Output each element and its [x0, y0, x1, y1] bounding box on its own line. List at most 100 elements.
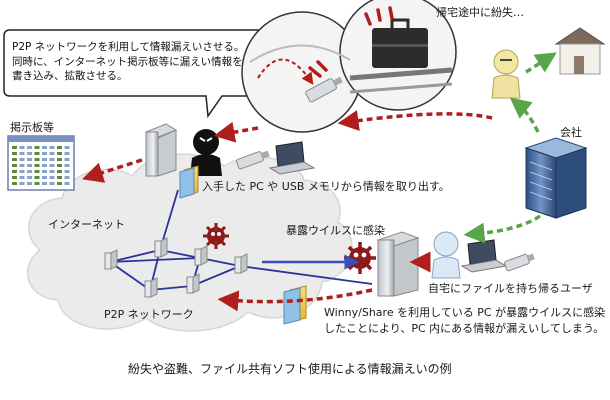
bbs-text-line [12, 182, 17, 185]
bbs-text-line [57, 152, 62, 155]
bbs-text-line [42, 182, 47, 185]
arrow-commuter-to-loss [337, 110, 493, 131]
bbs-text-line [49, 182, 55, 185]
home-user-figure [431, 231, 461, 279]
p2p-node-pc-icon [154, 237, 168, 258]
bbs-text-line [42, 164, 47, 167]
flow-arrows [81, 52, 557, 312]
bbs-text-line [64, 176, 70, 179]
bbs-text-line [19, 182, 25, 185]
bbs-text-line [12, 152, 17, 155]
arrow-company-to-commuter [509, 97, 540, 133]
commuter-figure [491, 49, 521, 99]
arrow-company-to-user [463, 214, 542, 244]
bbs-text-line [64, 164, 70, 167]
bbs-text-line [64, 182, 70, 185]
bbs-text-line [57, 146, 62, 149]
bbs-text-line [27, 176, 32, 179]
usb-memory-small-icon [236, 150, 270, 170]
internet-cloud [26, 153, 353, 332]
label-p2p-network: P2P ネットワーク [104, 308, 194, 321]
leaked-folder-icon [283, 285, 307, 325]
bbs-text-line [42, 170, 47, 173]
bbs-text-line [42, 152, 47, 155]
label-winny-line-1: Winny/Share を利用している PC が暴露ウイルスに感染 [324, 306, 606, 319]
label-virus-infection: 暴露ウイルスに感染 [286, 224, 385, 237]
bbs-text-line [12, 170, 17, 173]
home-usb-icon [504, 253, 535, 272]
bbs-text-line [19, 146, 25, 149]
folder-icon [179, 165, 199, 199]
arrow-commuter-to-home [525, 52, 557, 74]
p2p-node-pc-icon [194, 245, 208, 266]
house-icon [554, 27, 606, 75]
p2p-node-pc-icon [234, 253, 248, 274]
speech-bubble-text: P2P ネットワークを利用して情報漏えいさせる。 同時に、インターネット掲示板等… [12, 40, 252, 84]
bbs-text-line [34, 152, 40, 155]
bbs-text-line [49, 158, 55, 161]
bubble-line-3: 書き込み、拡散させる。 [12, 70, 128, 82]
bbs-text-line [42, 146, 47, 149]
bbs-text-line [57, 182, 62, 185]
arrow-pc-to-network [217, 288, 373, 312]
bbs-text-line [57, 164, 62, 167]
bbs-text-line [34, 158, 40, 161]
p2p-nodes [104, 237, 248, 298]
home-laptop-icon [460, 239, 508, 273]
label-internet: インターネット [48, 218, 125, 231]
arrow-server-to-bbs [81, 158, 143, 183]
bbs-text-line [42, 158, 47, 161]
bbs-text-line [57, 176, 62, 179]
bubble-line-2: 同時に、インターネット掲示板等に漏えい情報を [12, 55, 243, 68]
bbs-text-line [64, 152, 70, 155]
bbs-text-line [49, 146, 55, 149]
bbs-text-line [19, 158, 25, 161]
p2p-node-pc-icon [144, 277, 158, 298]
bbs-text-line [34, 164, 40, 167]
bbs-text-line [19, 152, 25, 155]
bbs-text-line [27, 170, 32, 173]
bbs-text-line [27, 152, 32, 155]
virus-icon [203, 223, 229, 249]
bbs-text-line [64, 170, 70, 173]
label-company: 会社 [560, 126, 582, 139]
bbs-text-line [34, 146, 40, 149]
bbs-text-line [64, 146, 70, 149]
bbs-text-line [27, 158, 32, 161]
bbs-text-line [42, 176, 47, 179]
server-top-icon [144, 123, 178, 177]
briefcase-icon [372, 18, 428, 68]
bbs-text-line [49, 176, 55, 179]
company-building-icon [524, 137, 588, 219]
bubble-line-1: P2P ネットワークを利用して情報漏えいさせる。 [12, 41, 245, 53]
desktop-pc-icon [376, 231, 420, 297]
caption: 紛失や盗難、ファイル共有ソフト使用による情報漏えいの例 [128, 362, 452, 376]
bbs-text-line [19, 164, 25, 167]
label-take-home-user: 自宅にファイルを持ち帰るユーザ [428, 282, 593, 295]
usb-memory-icon [305, 76, 343, 103]
bbs-text-line [34, 170, 40, 173]
p2p-node-pc-icon [186, 273, 200, 294]
arrow-to-attacker [213, 121, 259, 143]
bbs-text-line [27, 146, 32, 149]
bbs-text-line [12, 158, 17, 161]
p2p-node-pc-icon [104, 249, 118, 270]
bbs-text-line [27, 164, 32, 167]
bbs-text-line [57, 158, 62, 161]
bbs-text-line [34, 182, 40, 185]
label-obtain-info: 入手した PC や USB メモリから情報を取り出す。 [202, 180, 450, 193]
bbs-text-line [19, 170, 25, 173]
bbs-text-line [49, 152, 55, 155]
label-bbs: 掲示板等 [10, 121, 54, 134]
bbs-text-line [64, 158, 70, 161]
bbs-text-line [12, 146, 17, 149]
bbs-text-line [19, 176, 25, 179]
bbs-text-line [34, 176, 40, 179]
label-commute-loss: 帰宅途中に紛失… [436, 6, 524, 19]
bbs-text-line [49, 170, 55, 173]
attacker-figure [190, 129, 222, 176]
label-winny-line-2: したことにより、PC 内にある情報が漏えいしてしまう。 [324, 322, 605, 335]
bbs-text-line [49, 164, 55, 167]
